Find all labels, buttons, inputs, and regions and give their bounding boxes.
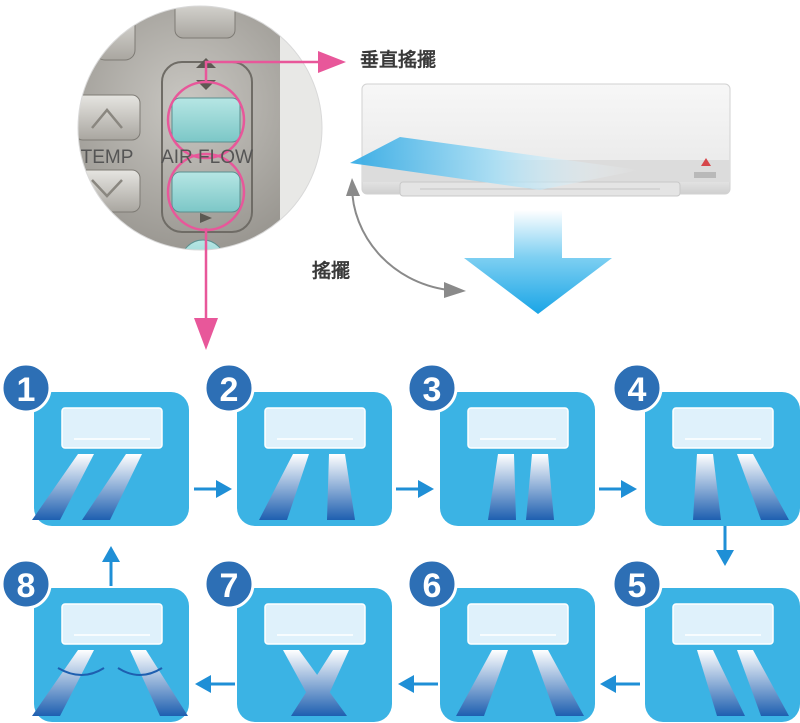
step-badge xyxy=(0,362,52,414)
step-panel-2: 2 xyxy=(203,362,392,526)
step-badge xyxy=(406,362,458,414)
step-panel-3: 3 xyxy=(406,362,595,526)
step-number: 6 xyxy=(423,567,442,605)
airflow-streak xyxy=(697,650,745,716)
flow-arrow-2-3 xyxy=(396,480,434,498)
airflow-streak xyxy=(32,650,94,716)
step-number: 4 xyxy=(628,371,647,409)
airflow-streak xyxy=(291,650,349,716)
pointer-vertical-swing xyxy=(204,51,346,82)
big-down-arrow xyxy=(464,210,612,314)
step-panel-5: 5 xyxy=(611,558,800,722)
airflow-streak xyxy=(532,650,584,716)
airflow-streak xyxy=(693,454,721,520)
pointer-down xyxy=(194,228,218,350)
airflow-streak xyxy=(259,454,309,520)
step-badge xyxy=(611,362,663,414)
step-badge xyxy=(611,558,663,610)
step-panels: 1 2 3 4 5 6 7 8 xyxy=(0,362,800,722)
airflow-streak xyxy=(456,650,508,716)
step-panel-7: 7 xyxy=(203,558,392,722)
step-badge xyxy=(0,558,52,610)
step-number: 3 xyxy=(423,371,442,409)
airflow-wedge xyxy=(350,137,640,190)
flow-arrow-8-1 xyxy=(102,546,120,586)
step-number: 5 xyxy=(628,567,647,605)
flow-arrow-3-4 xyxy=(599,480,637,498)
airflow-streak xyxy=(32,454,94,520)
flow-arrow-4-5 xyxy=(716,526,734,566)
flow-arrow-5-6 xyxy=(600,675,640,693)
flow-arrow-7-8 xyxy=(195,675,235,693)
airflow-streak xyxy=(737,650,789,716)
airflow-streak xyxy=(82,454,142,520)
flow-arrow-1-2 xyxy=(194,480,232,498)
step-number: 1 xyxy=(17,371,36,409)
airflow-streak xyxy=(526,454,554,520)
step-number: 2 xyxy=(220,371,239,409)
step-badge xyxy=(406,558,458,610)
label-vertical-swing: 垂直搖擺 xyxy=(360,48,436,71)
airflow-button-label: AIR FLOW xyxy=(161,147,253,168)
airflow-streak xyxy=(130,650,188,716)
airflow-streak xyxy=(488,454,516,520)
step-number: 8 xyxy=(17,567,36,605)
flow-arrow-6-7 xyxy=(398,675,438,693)
step-badge xyxy=(203,558,255,610)
step-panel-8: 8 xyxy=(0,558,189,722)
airflow-streak xyxy=(327,454,355,520)
step-badge xyxy=(203,362,255,414)
flow-arrows xyxy=(102,480,734,693)
temp-button-label: TEMP xyxy=(81,147,134,168)
airflow-streak xyxy=(737,454,789,520)
step-panel-1: 1 xyxy=(0,362,189,526)
step-panel-6: 6 xyxy=(406,558,595,722)
label-swing: 搖擺 xyxy=(312,259,350,282)
swing-arrow-icon xyxy=(57,667,163,676)
swing-arc xyxy=(346,178,466,298)
step-number: 7 xyxy=(220,567,239,605)
step-panel-4: 4 xyxy=(611,362,800,526)
